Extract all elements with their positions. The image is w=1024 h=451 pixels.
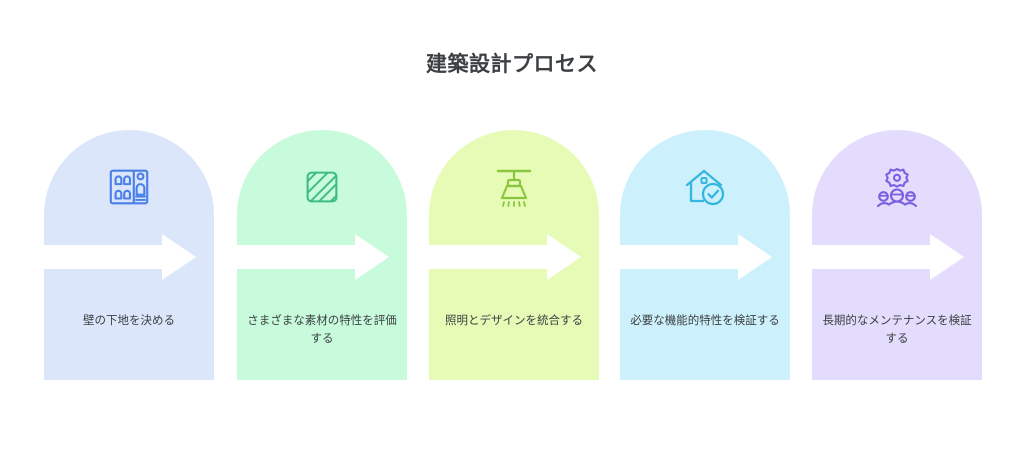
step-3-icon-wrap (429, 156, 599, 218)
material-swatch-hatched-icon (306, 171, 338, 203)
house-check-icon (685, 169, 725, 206)
page-title: 建築設計プロセス (426, 53, 598, 76)
building-facade-icon (109, 169, 149, 205)
step-1-caption: 壁の下地を決める (83, 315, 175, 327)
process-flow: 壁の下地を決める (44, 130, 984, 380)
team-gear-icon (876, 167, 918, 208)
step-2-caption: さまざまな素材の特性を評価する (247, 315, 397, 345)
step-2-icon-wrap (237, 156, 407, 218)
pendant-lamp-icon (496, 169, 532, 207)
step-1-icon-wrap (44, 156, 214, 218)
process-step-5[interactable]: 長期的なメンテナンスを検証する (812, 130, 982, 380)
process-step-3[interactable]: 照明とデザインを統合する (429, 130, 599, 380)
step-5-icon-wrap (812, 156, 982, 218)
step-4-icon-wrap (620, 156, 790, 218)
process-step-1[interactable]: 壁の下地を決める (44, 130, 214, 380)
step-5-caption: 長期的なメンテナンスを検証する (822, 315, 972, 345)
process-step-4[interactable]: 必要な機能的特性を検証する (620, 130, 790, 380)
step-4-caption: 必要な機能的特性を検証する (630, 315, 780, 327)
step-3-caption: 照明とデザインを統合する (445, 315, 583, 327)
process-step-2[interactable]: さまざまな素材の特性を評価する (237, 130, 407, 380)
